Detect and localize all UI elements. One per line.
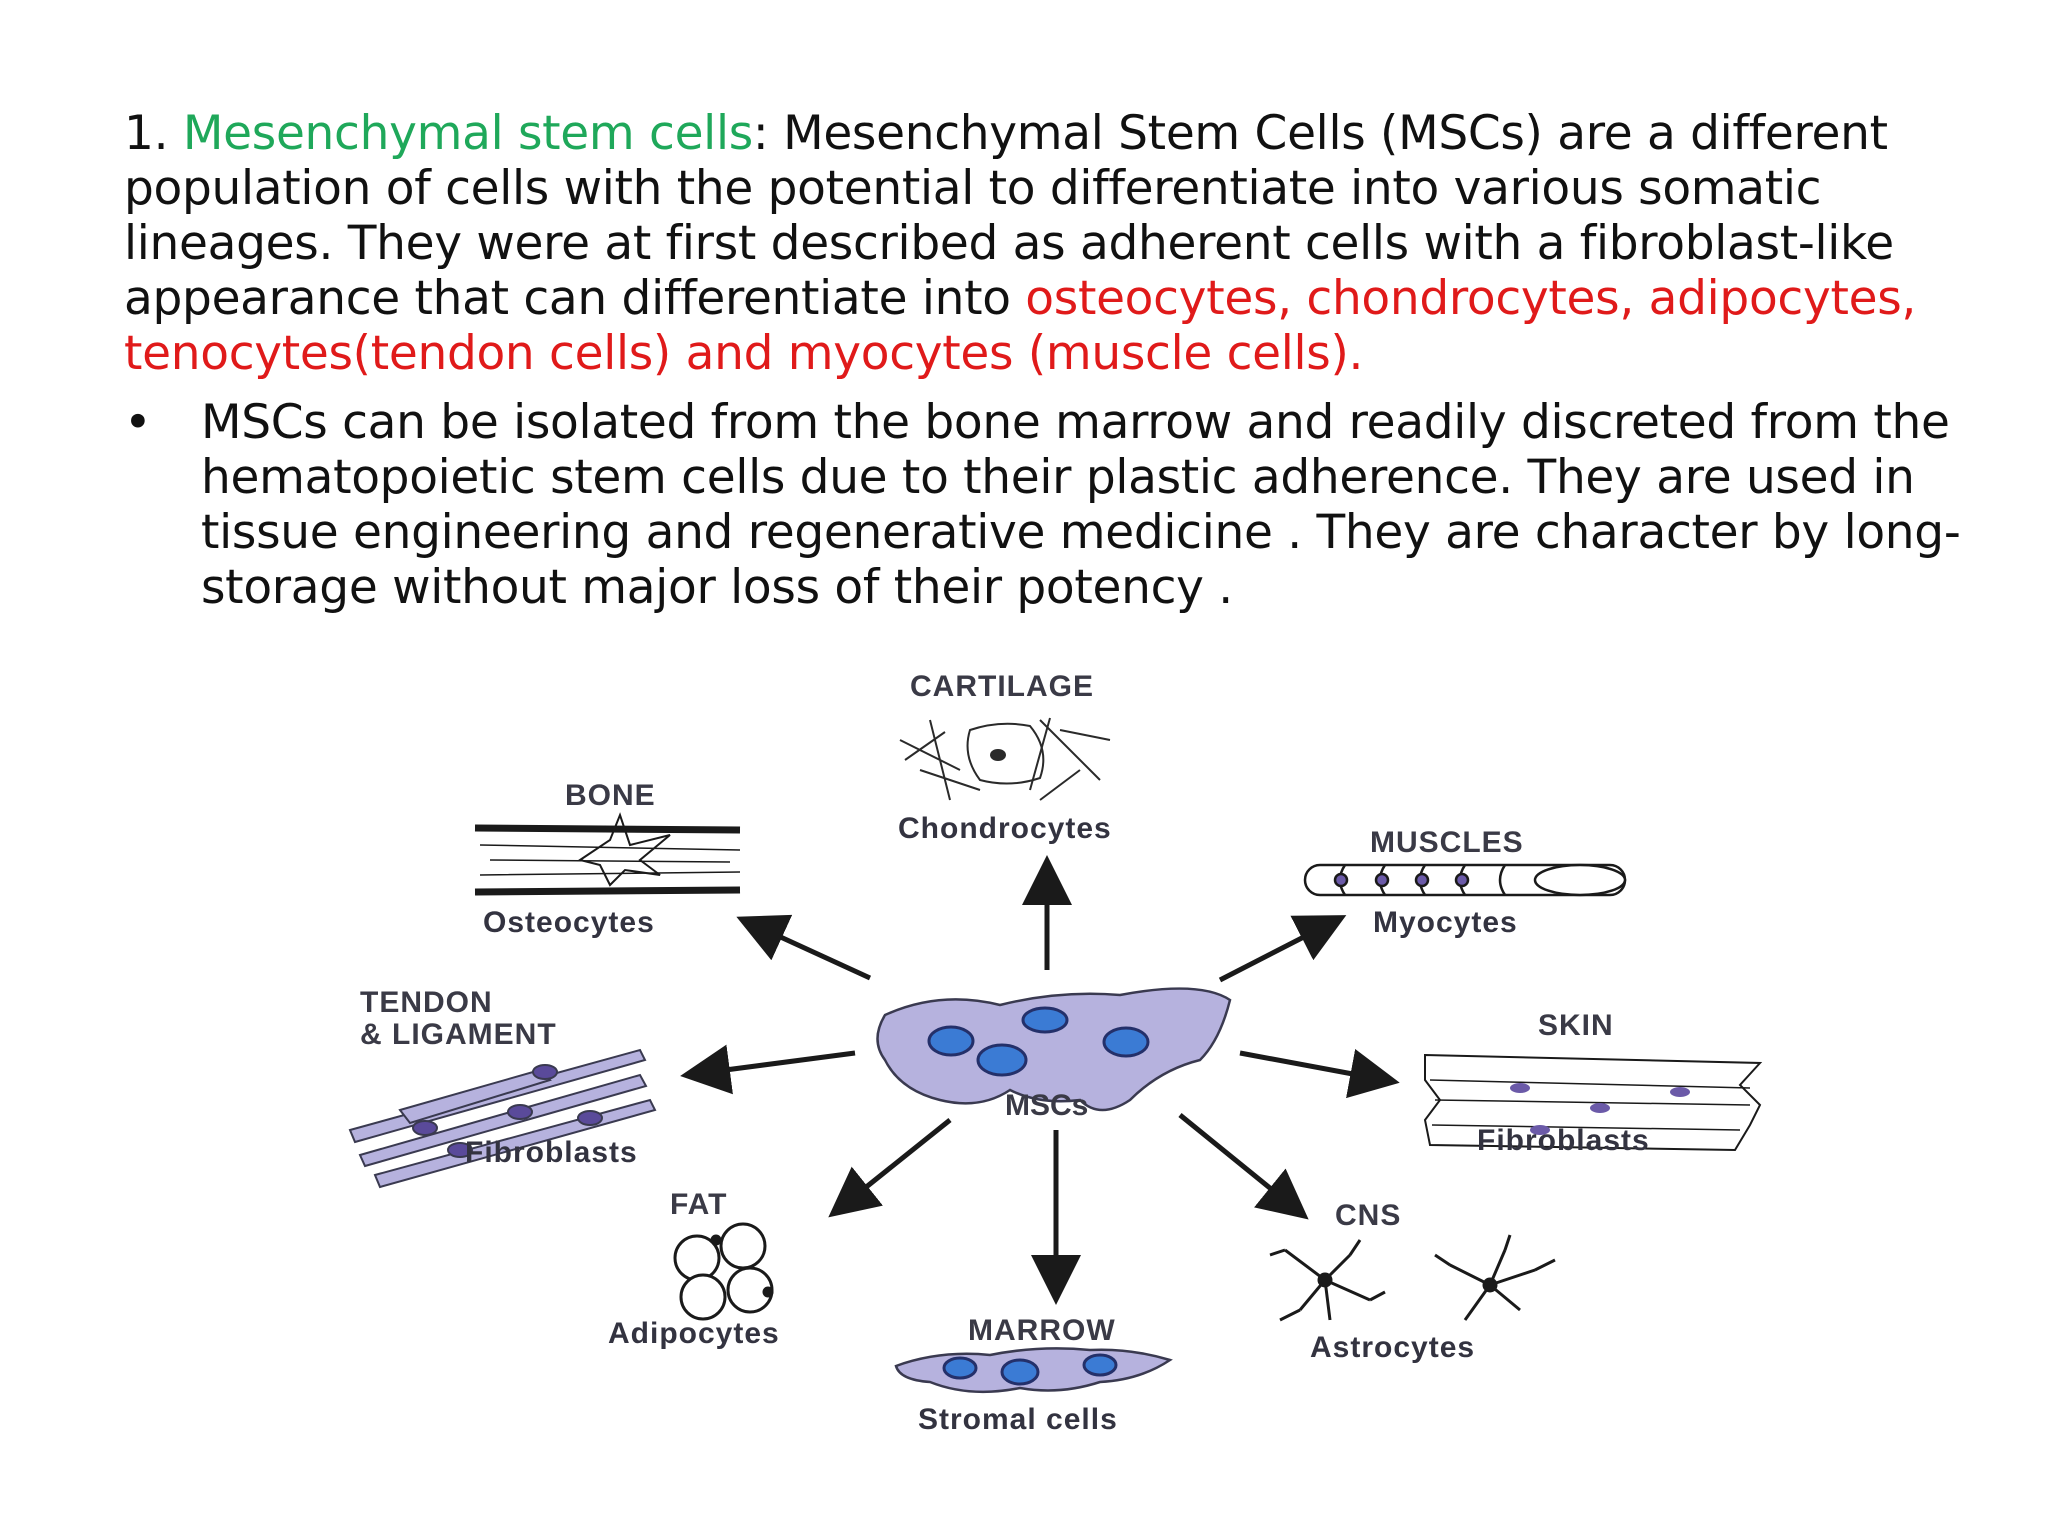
muscles-label: MUSCLES bbox=[1370, 826, 1524, 859]
skin-fibroblasts-label: Fibroblasts bbox=[1477, 1124, 1650, 1157]
tendon-node: TENDON & LIGAMENT Fibroblasts bbox=[348, 986, 657, 1189]
osteocytes-label: Osteocytes bbox=[483, 906, 655, 939]
stromal-cells-label: Stromal cells bbox=[918, 1403, 1118, 1436]
fat-label: FAT bbox=[670, 1188, 727, 1221]
term-mesenchymal-stem-cells: Mesenchymal stem cells bbox=[182, 106, 753, 161]
bone-node: BONE Osteocytes bbox=[474, 779, 741, 939]
cns-label: CNS bbox=[1335, 1199, 1401, 1232]
tendon-fibroblasts-label: Fibroblasts bbox=[465, 1136, 638, 1169]
msc-cluster: MSCs bbox=[876, 987, 1232, 1122]
adipocytes-label: Adipocytes bbox=[608, 1317, 780, 1350]
chondrocyte-illustration bbox=[899, 717, 1111, 801]
cns-node: CNS Astrocytes bbox=[1269, 1199, 1556, 1364]
skin-label: SKIN bbox=[1538, 1009, 1614, 1042]
bone-label: BONE bbox=[565, 779, 656, 812]
stromal-cells-illustration bbox=[894, 1347, 1173, 1394]
muscles-node: MUSCLES Myocytes bbox=[1303, 826, 1627, 939]
arrow-to-tendon bbox=[680, 1044, 856, 1095]
arrow-to-skin bbox=[1239, 1049, 1400, 1099]
chondrocytes-label: Chondrocytes bbox=[898, 812, 1112, 845]
tendon-label-line1: TENDON bbox=[360, 986, 493, 1019]
myocyte-illustration bbox=[1303, 863, 1627, 897]
skin-fibroblast-illustration bbox=[1423, 1053, 1763, 1152]
bullet-text: MSCs can be isolated from the bone marro… bbox=[201, 395, 1961, 615]
list-number: 1. bbox=[124, 106, 183, 161]
cartilage-label: CARTILAGE bbox=[910, 670, 1094, 703]
marrow-label: MARROW bbox=[968, 1314, 1116, 1347]
marrow-node: MARROW Stromal cells bbox=[894, 1314, 1173, 1436]
tendon-label-line2: & LIGAMENT bbox=[360, 1018, 557, 1051]
adipocyte-illustration bbox=[673, 1222, 774, 1321]
cartilage-node: CARTILAGE Chondrocytes bbox=[898, 670, 1112, 845]
astrocyte-illustration bbox=[1269, 1234, 1556, 1322]
osteocyte-illustration bbox=[474, 812, 741, 896]
fat-node: FAT Adipocytes bbox=[608, 1188, 780, 1350]
tendon-fibroblast-illustration bbox=[348, 1048, 657, 1189]
skin-node: SKIN Fibroblasts bbox=[1423, 1009, 1763, 1157]
astrocytes-label: Astrocytes bbox=[1310, 1331, 1475, 1364]
bullet-symbol: • bbox=[124, 395, 152, 450]
msc-differentiation-diagram: MSCs CARTILAGE Chondrocytes BONE bbox=[348, 670, 1763, 1436]
arrow-to-muscles bbox=[1218, 915, 1347, 983]
arrow-to-cns bbox=[1178, 1113, 1309, 1220]
arrow-to-bone bbox=[736, 914, 872, 981]
myocytes-label: Myocytes bbox=[1373, 906, 1518, 939]
definition-text: : Mesenchymal Stem Cells (MSCs) are a di… bbox=[124, 106, 1894, 326]
intro-paragraph: 1. Mesenchymal stem cells: Mesenchymal S… bbox=[124, 106, 1984, 381]
msc-center-label: MSCs bbox=[1005, 1089, 1088, 1122]
cell-types-highlight: osteocytes, chondrocytes, adipocytes, te… bbox=[124, 271, 1917, 381]
arrow-to-fat bbox=[828, 1118, 952, 1218]
